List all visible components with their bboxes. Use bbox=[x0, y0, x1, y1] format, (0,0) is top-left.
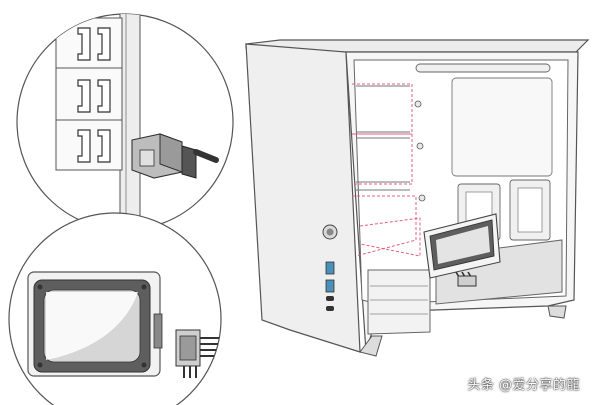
sata-port-stack-icon bbox=[55, 17, 123, 171]
watermark: 头条 @爱分享的龍 bbox=[467, 378, 580, 393]
front-io-ports bbox=[325, 261, 335, 311]
ssd-zoom-callout bbox=[8, 212, 222, 405]
ssd-in-case bbox=[423, 213, 501, 279]
ssd-cable-connector-icon bbox=[175, 329, 220, 378]
power-button-icon bbox=[322, 224, 338, 240]
ssd-cable bbox=[455, 271, 477, 287]
sata-ports-zoom-callout bbox=[16, 13, 234, 231]
sata-cable-connector-icon bbox=[131, 133, 219, 179]
pc-case bbox=[245, 39, 590, 357]
ssd-drive-icon bbox=[27, 271, 163, 377]
drive-bay-highlights bbox=[352, 83, 421, 257]
